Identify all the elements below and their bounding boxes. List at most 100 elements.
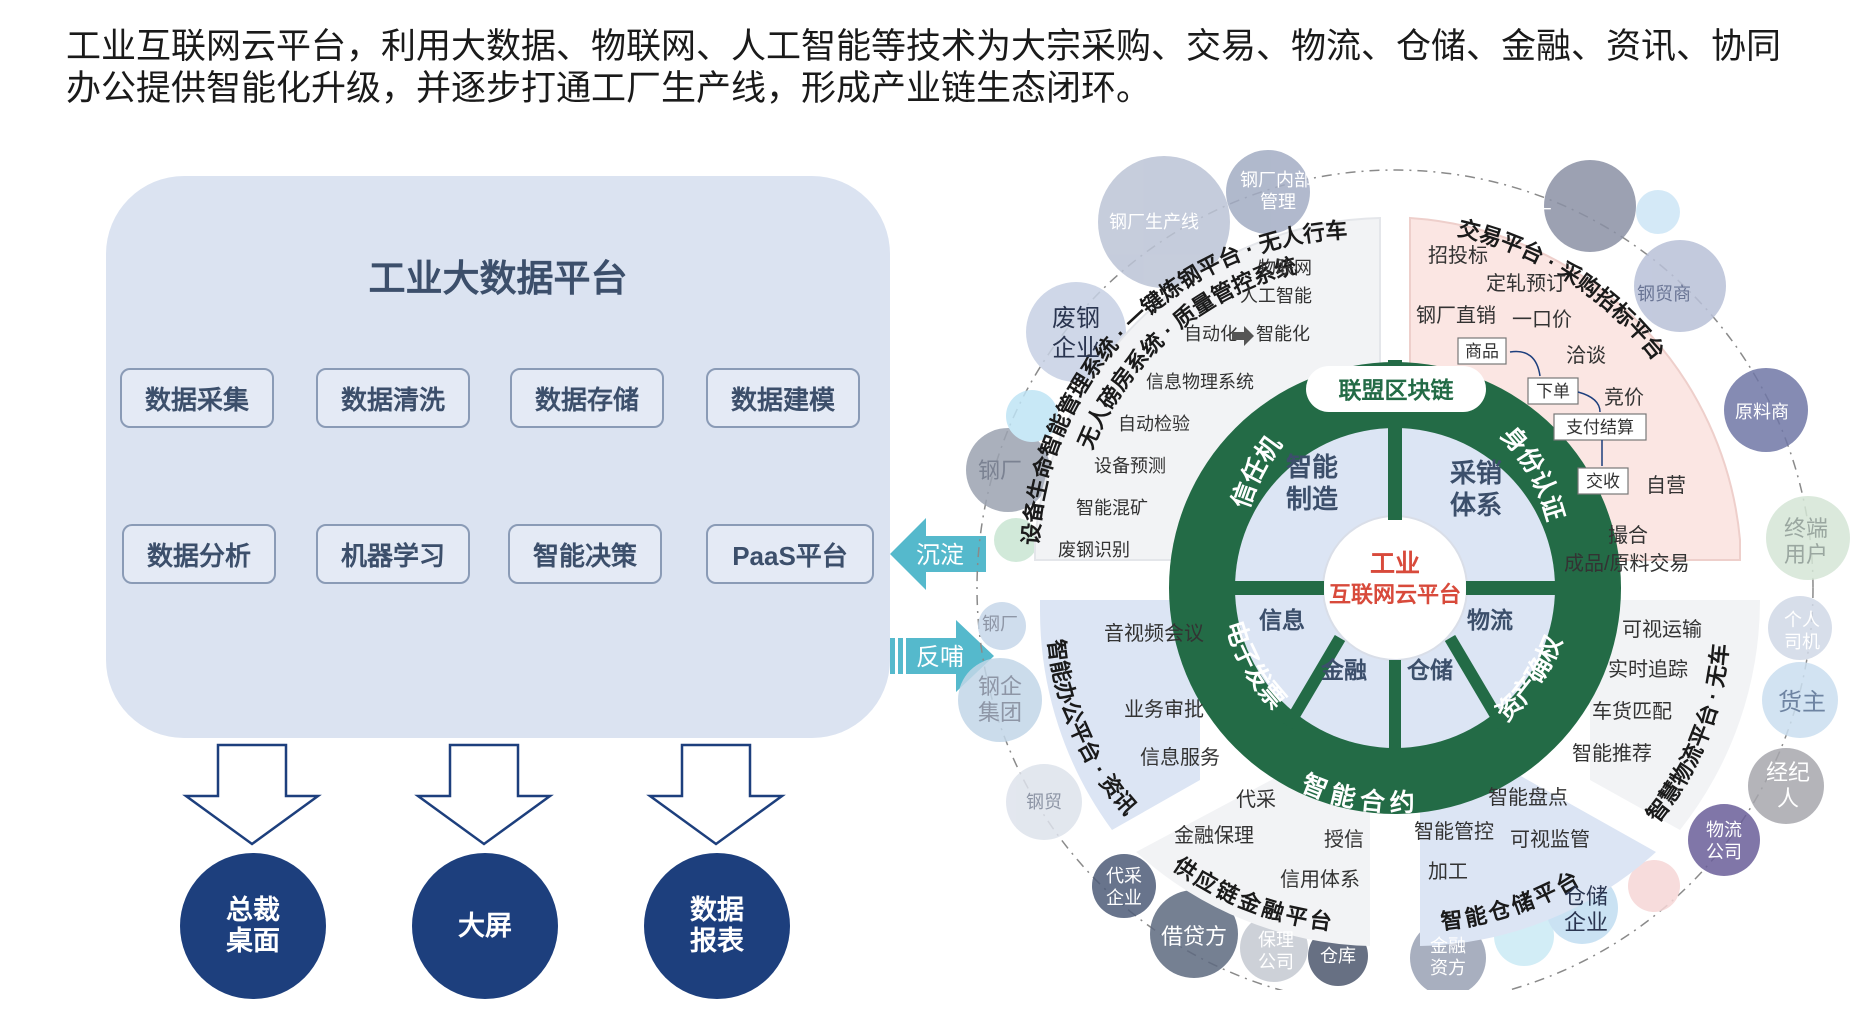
svg-text:智能管控: 智能管控 (1414, 820, 1494, 843)
svg-text:自动检验: 自动检验 (1118, 414, 1190, 434)
svg-text:钢贸: 钢贸 (1026, 792, 1062, 812)
bubble-scrap-enterprise (1026, 282, 1126, 382)
svg-text:智能推荐: 智能推荐 (1572, 742, 1652, 765)
svg-text:钢厂生产线: 钢厂生产线 (1109, 212, 1199, 232)
svg-text:司机: 司机 (1784, 632, 1820, 652)
segment-info: 信息 (1259, 607, 1305, 633)
svg-text:废钢识别: 废钢识别 (1058, 540, 1130, 560)
svg-text:钢厂: 钢厂 (978, 458, 1022, 483)
bubble-cargo-owner (1762, 662, 1838, 738)
svg-text:钢厂: 钢厂 (1516, 206, 1552, 226)
finance-quadrant-bg (1136, 770, 1370, 946)
svg-text:洽谈: 洽谈 (1566, 344, 1606, 367)
svg-text:信息物理系统: 信息物理系统 (1146, 372, 1254, 392)
svg-text:企业: 企业 (1052, 335, 1100, 362)
svg-text:货主: 货主 (1778, 689, 1826, 716)
svg-text:集团: 集团 (978, 700, 1022, 725)
svg-text:实时追踪: 实时追踪 (1608, 658, 1688, 681)
center-title-1: 工业 (1370, 550, 1420, 578)
big-data-platform-panel: 工业大数据平台 数据采集 数据清洗 数据存储 数据建模 数据分析 机器学习 智能… (106, 176, 890, 738)
svg-text:自动化: 自动化 (1184, 324, 1238, 344)
chip-data-collection: 数据采集 (120, 368, 274, 428)
trade-items: 招投标 定轧预订 钢厂直销 一口价 洽谈 竞价 自营 撮合 成品/原料交易 (1416, 244, 1690, 575)
svg-text:钢企: 钢企 (978, 674, 1022, 699)
segment-logistics: 物流 (1467, 607, 1513, 633)
svg-text:代采: 代采 (1106, 866, 1142, 886)
feedback-label: 反哺 (916, 644, 964, 671)
svg-text:金融: 金融 (1430, 936, 1466, 956)
svg-text:一口价: 一口价 (1512, 309, 1572, 331)
auto-arrow-icon (1232, 326, 1254, 346)
bubbles (958, 150, 1850, 990)
bubble-raw-material (1724, 368, 1808, 452)
svg-text:废钢: 废钢 (1052, 305, 1100, 332)
intro-text: 工业互联网云平台，利用大数据、物联网、人工智能等技术为大宗采购、交易、物流、仓储… (66, 26, 1846, 110)
svg-text:人: 人 (1777, 786, 1799, 811)
manufacturing-items: 物联网 人工智能 自动化 智能化 信息物理系统 自动检验 设备预测 智能混矿 废… (1058, 258, 1312, 560)
svg-text:智能盘点: 智能盘点 (1488, 786, 1568, 809)
svg-text:代采: 代采 (1236, 788, 1276, 811)
segment-storage: 仓储 (1406, 657, 1453, 683)
bubble-broker (1748, 748, 1824, 824)
svg-text:仓库: 仓库 (1320, 946, 1356, 966)
svg-text:信用体系: 信用体系 (1280, 868, 1360, 891)
svg-text:竞价: 竞价 (1604, 386, 1644, 409)
settle-label: 沉淀 (916, 542, 964, 569)
bubble-steel-right (1544, 160, 1636, 252)
chip-data-cleaning: 数据清洗 (316, 368, 470, 428)
svg-text:企业: 企业 (1564, 910, 1608, 935)
bubble-borrower (1150, 890, 1238, 978)
svg-text:设备预测: 设备预测 (1094, 456, 1166, 476)
svg-text:信息服务: 信息服务 (1140, 746, 1220, 769)
intro-line-1: 工业互联网云平台，利用大数据、物联网、人工智能等技术为大宗采购、交易、物流、仓储… (66, 27, 1782, 66)
svg-text:钢厂: 钢厂 (982, 614, 1018, 634)
trade-commodity-box: 商品 (1465, 342, 1499, 361)
svg-text:定轧预订: 定轧预订 (1486, 272, 1566, 295)
svg-text:可视运输: 可视运输 (1622, 618, 1702, 641)
output-big-screen: 大屏 (412, 853, 558, 999)
segment-manufacturing-2: 制造 (1286, 484, 1338, 514)
chip-data-analysis: 数据分析 (122, 524, 276, 584)
office-items: 音视频会议 业务审批 信息服务 (1104, 622, 1220, 769)
panel-title: 工业大数据平台 (368, 258, 628, 299)
chip-data-storage: 数据存储 (510, 368, 664, 428)
svg-text:借贷方: 借贷方 (1161, 924, 1227, 949)
svg-text:公司: 公司 (1258, 952, 1294, 972)
chip-machine-learning: 机器学习 (316, 524, 470, 584)
output-ceo-desktop: 总裁 桌面 (180, 853, 326, 999)
svg-text:成品/原料交易: 成品/原料交易 (1564, 552, 1690, 575)
segment-procurement-2: 体系 (1450, 490, 1502, 520)
svg-text:授信: 授信 (1324, 828, 1364, 851)
bubble-steel-trader (1634, 240, 1726, 332)
svg-text:个人: 个人 (1784, 610, 1820, 630)
bubble-steel-small (978, 602, 1026, 650)
svg-text:钢厂内部: 钢厂内部 (1240, 170, 1312, 190)
svg-text:资方: 资方 (1430, 958, 1466, 978)
bubble-steel-trade (1006, 764, 1082, 840)
svg-text:经纪: 经纪 (1766, 760, 1810, 785)
logistics-quadrant-bg (1590, 600, 1761, 830)
bubble-purchase-agent (1092, 854, 1156, 918)
bubble-end-user (1766, 496, 1850, 580)
bubble-steel-left (966, 428, 1050, 512)
svg-text:人工智能: 人工智能 (1240, 286, 1312, 306)
svg-text:物联网: 物联网 (1258, 258, 1312, 278)
svg-text:智能混矿: 智能混矿 (1076, 498, 1148, 518)
svg-text:车货匹配: 车货匹配 (1592, 700, 1672, 723)
ecosystem-wheel: 联盟区块链 信任机制 身份认证 电子发票 资产确权 智能合约 智能 制造 采销 … (940, 140, 1850, 990)
svg-text:可视监管: 可视监管 (1510, 828, 1590, 851)
svg-text:招投标: 招投标 (1428, 244, 1488, 267)
svg-text:终端: 终端 (1784, 516, 1828, 541)
bubble-logistics-company (1688, 804, 1760, 876)
finance-items: 代采 金融保理 授信 信用体系 (1174, 788, 1364, 891)
svg-text:加工: 加工 (1428, 860, 1468, 883)
warehouse-items: 智能盘点 智能管控 可视监管 加工 (1414, 786, 1590, 883)
office-quadrant-bg (1039, 600, 1200, 830)
warehouse-quadrant-bg (1420, 770, 1656, 946)
down-arrow-3 (646, 743, 786, 846)
down-arrow-2 (414, 743, 554, 846)
svg-text:钢贸商: 钢贸商 (1637, 284, 1691, 304)
svg-text:用户: 用户 (1784, 542, 1828, 567)
bubble-steel-production (1098, 156, 1230, 288)
blockchain-label: 联盟区块链 (1339, 377, 1454, 403)
